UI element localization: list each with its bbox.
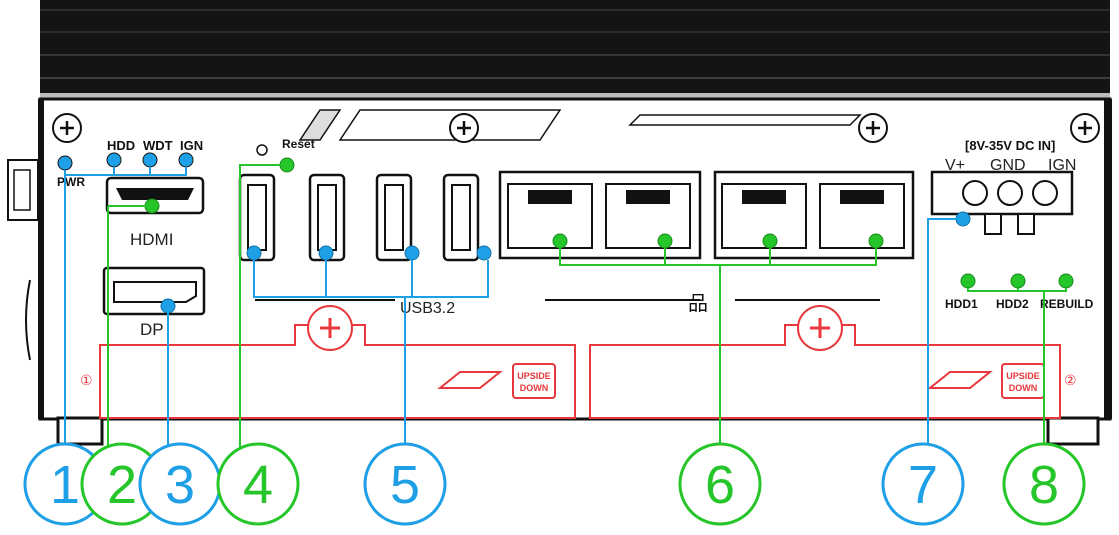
callout-number: 1	[50, 455, 80, 515]
tray-marker-2: ②	[1064, 372, 1077, 388]
screw-icon	[52, 113, 82, 143]
drive-tray-1: UPSIDE DOWN	[99, 305, 576, 419]
ign-power-label: IGN	[1048, 157, 1076, 174]
gnd-label: GND	[990, 157, 1026, 174]
ign-led-label: IGN	[180, 138, 203, 153]
lan-ports: 品	[498, 170, 915, 315]
heatsink	[40, 0, 1110, 99]
callout-5: 5	[363, 442, 447, 526]
screw-icon	[1070, 113, 1100, 143]
dp-label: DP	[140, 320, 164, 339]
hdd2-led	[1010, 273, 1026, 289]
dc-terminal-block	[930, 170, 1074, 235]
vplus-label: V+	[945, 157, 965, 174]
callout-6: 6	[678, 442, 762, 526]
power-rating: [8V-35V DC IN]	[965, 138, 1055, 153]
wdt-led-label: WDT	[143, 138, 173, 153]
upside-label-2: UPSIDE	[1006, 371, 1040, 381]
hdd1-label: HDD1	[945, 297, 978, 311]
hdmi-port	[105, 176, 205, 215]
callout-7: 7	[881, 442, 965, 526]
callout-number: 4	[243, 455, 273, 515]
rebuild-led	[1058, 273, 1074, 289]
hdmi-label: HDMI	[130, 230, 173, 249]
pwr-led-label: PWR	[57, 175, 85, 189]
screw-icon	[858, 113, 888, 143]
callout-number: 7	[908, 455, 938, 515]
hdd-led	[106, 152, 122, 168]
down-label-2: DOWN	[1009, 383, 1038, 393]
hdd-led-label: HDD	[107, 138, 135, 153]
hdd2-label: HDD2	[996, 297, 1029, 311]
reset-label: Reset	[282, 137, 315, 151]
upside-label-1: UPSIDE	[517, 371, 551, 381]
svg-text:品: 品	[688, 293, 708, 315]
drive-tray-2: UPSIDE DOWN	[589, 305, 1061, 419]
usb-label: USB3.2	[400, 300, 455, 317]
ign-led	[178, 152, 194, 168]
callout-number: 8	[1029, 455, 1059, 515]
callout-number: 3	[165, 455, 195, 515]
usb-ports	[238, 173, 492, 298]
callout-1: 1	[23, 442, 107, 526]
callout-number: 6	[705, 455, 735, 515]
screw-icon	[449, 113, 479, 143]
callout-3: 3	[138, 442, 222, 526]
callout-number: 5	[390, 455, 420, 515]
dp-port	[102, 266, 206, 316]
wdt-led	[142, 152, 158, 168]
down-label-1: DOWN	[520, 383, 549, 393]
hdd1-led	[960, 273, 976, 289]
rebuild-label: REBUILD	[1040, 297, 1094, 311]
pwr-led	[57, 155, 73, 171]
tray-marker-1: ①	[80, 372, 93, 388]
callout-number: 2	[107, 455, 137, 515]
callout-4: 4	[216, 442, 300, 526]
callout-8: 8	[1002, 442, 1086, 526]
